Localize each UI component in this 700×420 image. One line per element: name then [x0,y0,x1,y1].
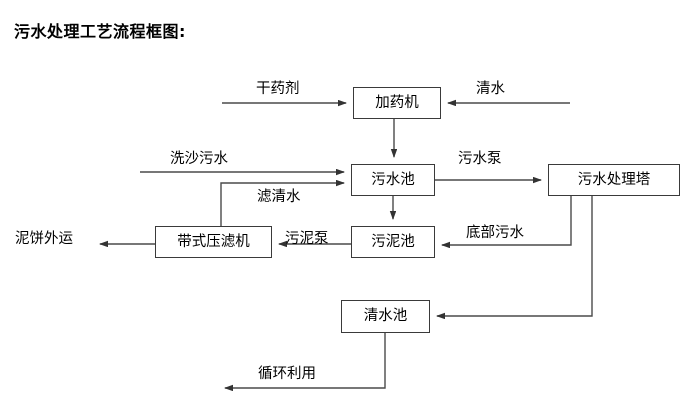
page-title: 污水处理工艺流程框图: [14,22,186,41]
node-label: 污水处理塔 [577,171,651,188]
node-belt-filter-press[interactable]: 带式压滤机 [155,226,272,258]
node-label: 清水池 [363,308,408,325]
edge-label-dry-chemical: 干药剂 [256,81,300,97]
edge-label-sand-wash-sewage: 洗沙污水 [170,151,228,167]
node-label: 污水池 [371,171,415,188]
node-clear-water-pool[interactable]: 清水池 [341,300,430,333]
node-label: 污泥池 [371,233,415,250]
edge-tower-to-clear-water-pool [436,196,593,320]
edge-label-sludge-pump: 污泥泵 [285,231,329,247]
edge-label-clean-water: 清水 [476,81,505,97]
edge-label-sewage-pump: 污水泵 [458,151,502,167]
edge-label-mud-cake-out: 泥饼外运 [15,231,73,247]
edge-label-recycle-reuse: 循环利用 [258,366,316,382]
node-sludge-pool[interactable]: 污泥池 [351,226,435,258]
node-label: 加药机 [375,94,419,111]
edge-label-bottom-sewage: 底部污水 [466,225,524,241]
node-dosing-machine[interactable]: 加药机 [353,87,441,119]
node-sewage-pool[interactable]: 污水池 [351,164,435,196]
edge-label-filtered-water: 滤清水 [257,189,301,205]
node-label: 带式压滤机 [177,233,250,250]
node-treatment-tower[interactable]: 污水处理塔 [548,164,680,196]
